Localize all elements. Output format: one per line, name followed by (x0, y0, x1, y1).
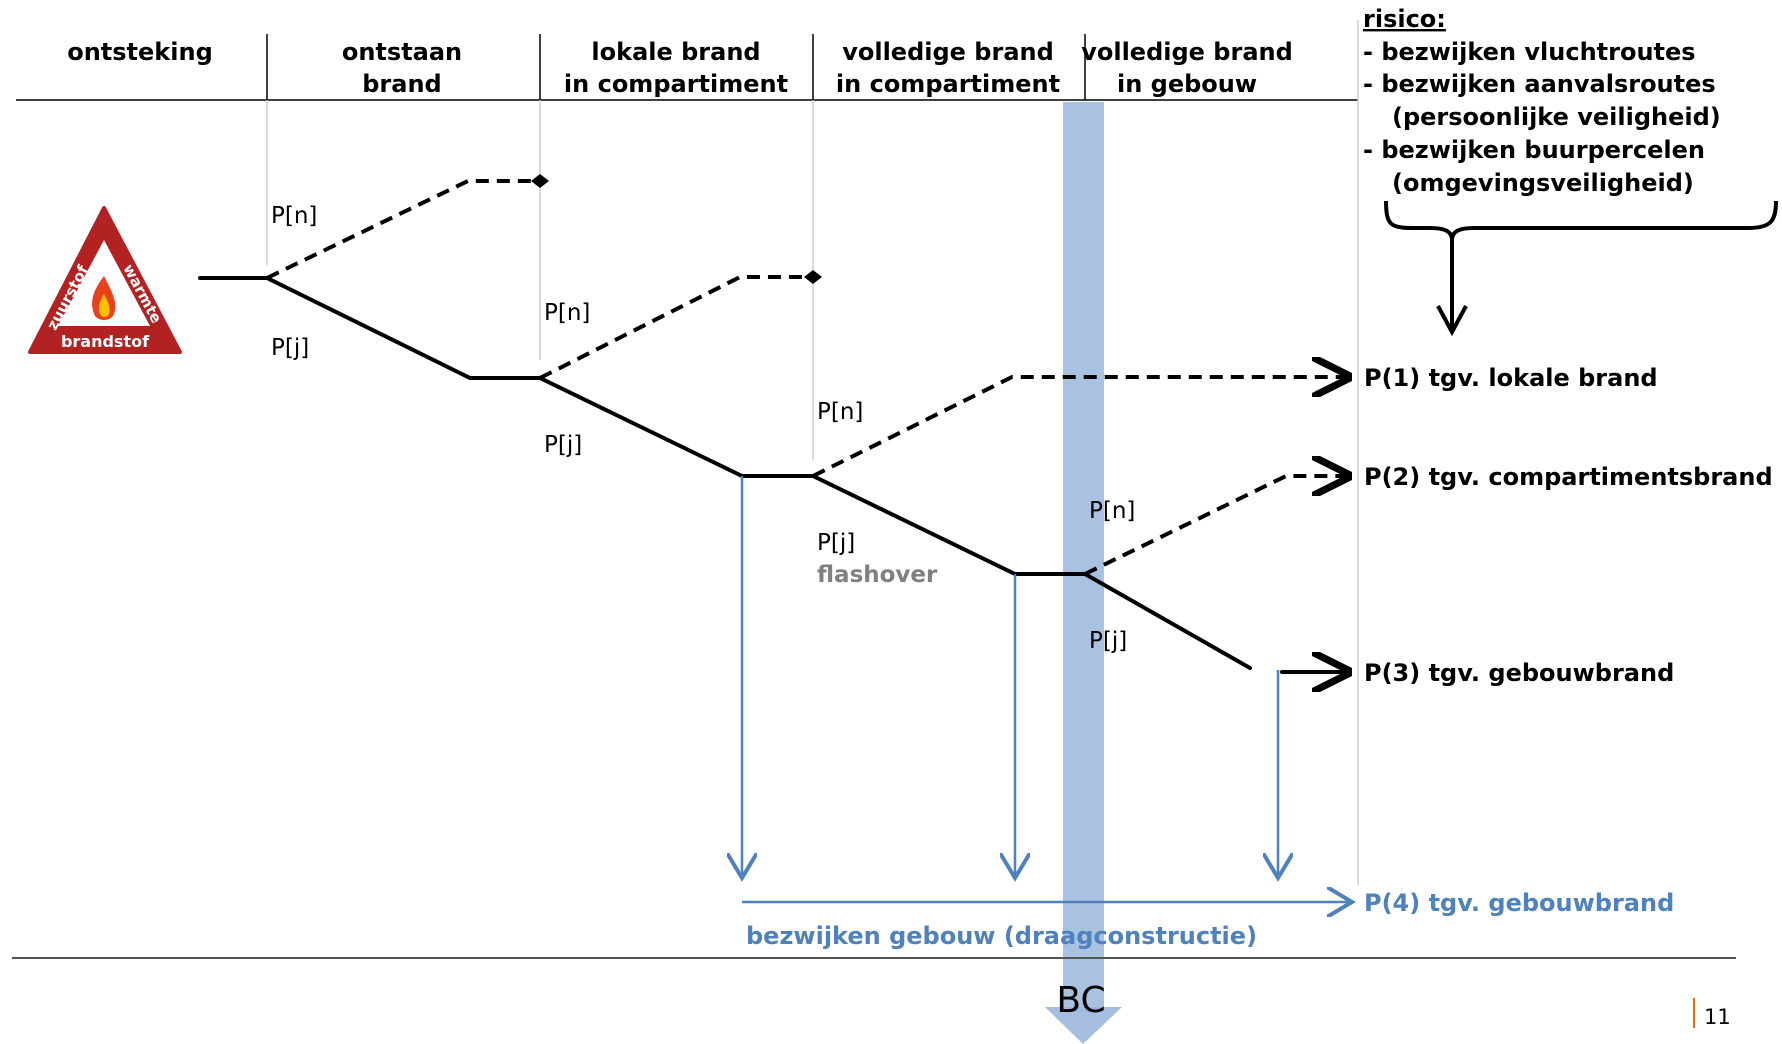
outcome-p3: P(3) tgv. gebouwbrand (1364, 659, 1674, 687)
header-col-volledig-comp-line2: in compartiment (836, 70, 1060, 98)
terminal-diamond-2 (804, 270, 822, 284)
outcome-p2: P(2) tgv. compartimentsbrand (1364, 463, 1773, 491)
risk-item-3: - bezwijken buurpercelen (1363, 136, 1705, 164)
no-branch-4 (1084, 476, 1348, 576)
label-pj-1: P[j] (271, 335, 309, 361)
label-pj-4: P[j] (1089, 628, 1127, 654)
header-col-lokale-line1: lokale brand (591, 38, 760, 66)
no-branch-1 (266, 179, 538, 280)
bc-label: BC (1056, 980, 1105, 1021)
flame-icon (92, 276, 116, 320)
header-col-volledig-comp-line1: volledige brand (842, 38, 1054, 66)
risk-title: risico: (1363, 5, 1446, 33)
terminal-diamond-1 (531, 174, 549, 188)
risk-arrow-head (1436, 305, 1468, 337)
collapse-arrows (742, 476, 1352, 902)
header-col-lokale-line2: in compartiment (564, 70, 788, 98)
header-col-volledig-gebouw-line2: in gebouw (1117, 70, 1257, 98)
risk-item-2: - bezwijken aanvalsroutes (1363, 70, 1716, 98)
risk-brace (1384, 200, 1778, 241)
label-pn-3: P[n] (817, 399, 863, 425)
header-col-ontstaan-line1: ontstaan (342, 38, 462, 66)
stage-guides (266, 20, 1359, 885)
bc-arrow-head (1045, 1007, 1122, 1044)
collapse-label: bezwijken gebouw (draagconstructie) (746, 922, 1257, 950)
label-pj-2: P[j] (544, 432, 582, 458)
header-col-ontsteking: ontsteking (67, 38, 213, 66)
outcome-p4: P(4) tgv. gebouwbrand (1364, 889, 1674, 917)
header-col-ontstaan-line2: brand (362, 70, 441, 98)
logo-brandstof: brandstof (61, 332, 150, 351)
header-grid (16, 34, 1358, 101)
label-pj-3: P[j] (817, 530, 855, 556)
bc-band (1063, 102, 1104, 1012)
label-pn-2: P[n] (544, 300, 590, 326)
no-branch-2 (539, 275, 810, 380)
label-pn-4: P[n] (1089, 498, 1135, 524)
risk-item-2-note: (persoonlijke veiligheid) (1392, 103, 1721, 131)
label-pn-1: P[n] (271, 203, 317, 229)
risk-item-3-note: (omgevingsveiligheid) (1392, 169, 1694, 197)
fire-triangle-logo: zuurstof warmte brandstof (28, 206, 182, 354)
page-number: 11 (1704, 1005, 1731, 1029)
label-flashover: flashover (817, 562, 938, 588)
no-branch-3 (812, 377, 1348, 478)
outcome-p1: P(1) tgv. lokale brand (1364, 364, 1658, 392)
risk-item-1: - bezwijken vluchtroutes (1363, 38, 1696, 66)
header-col-volledig-gebouw-line1: volledige brand (1081, 38, 1293, 66)
